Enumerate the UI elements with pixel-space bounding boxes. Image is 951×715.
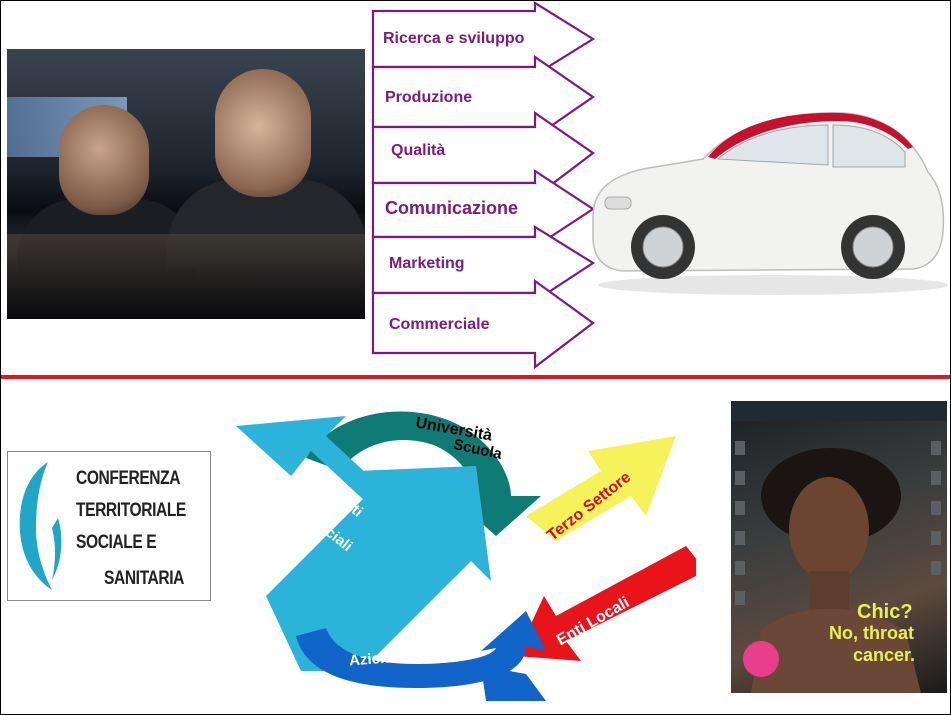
arrow-label-qualita: Qualità xyxy=(391,142,446,159)
logo-line-4: SANITARIA xyxy=(104,568,184,589)
arrow-label-commerciale: Commerciale xyxy=(389,316,490,333)
poster-headline-3: cancer. xyxy=(853,645,916,665)
poster-headline-1: Chic? xyxy=(857,601,913,623)
arrow-label-comunicazione: Comunicazione xyxy=(385,198,519,218)
logo-line-3: SOCIALE E xyxy=(76,532,157,553)
logo-swirl-icon xyxy=(19,462,62,590)
logo-line-1: CONFERENZA xyxy=(76,468,181,489)
arrow-label-ricerca: Ricerca e sviluppo xyxy=(383,30,525,47)
arrow-label-marketing: Marketing xyxy=(389,255,465,272)
anti-smoking-poster: Chic? No, throat cancer. xyxy=(731,401,947,693)
poster-headline-2: No, throat xyxy=(829,623,914,643)
flow-diagram xyxy=(236,411,696,701)
arrow-label-produzione: Produzione xyxy=(385,89,473,106)
car-image xyxy=(592,112,948,295)
photo-executives xyxy=(7,49,365,319)
conferenza-logo: CONFERENZA TERRITORIALE SOCIALE E SANITA… xyxy=(7,451,211,601)
section-divider xyxy=(1,375,950,379)
arrow-stack xyxy=(371,1,596,370)
logo-line-2: TERRITORIALE xyxy=(76,500,186,521)
poster-art xyxy=(731,401,947,693)
